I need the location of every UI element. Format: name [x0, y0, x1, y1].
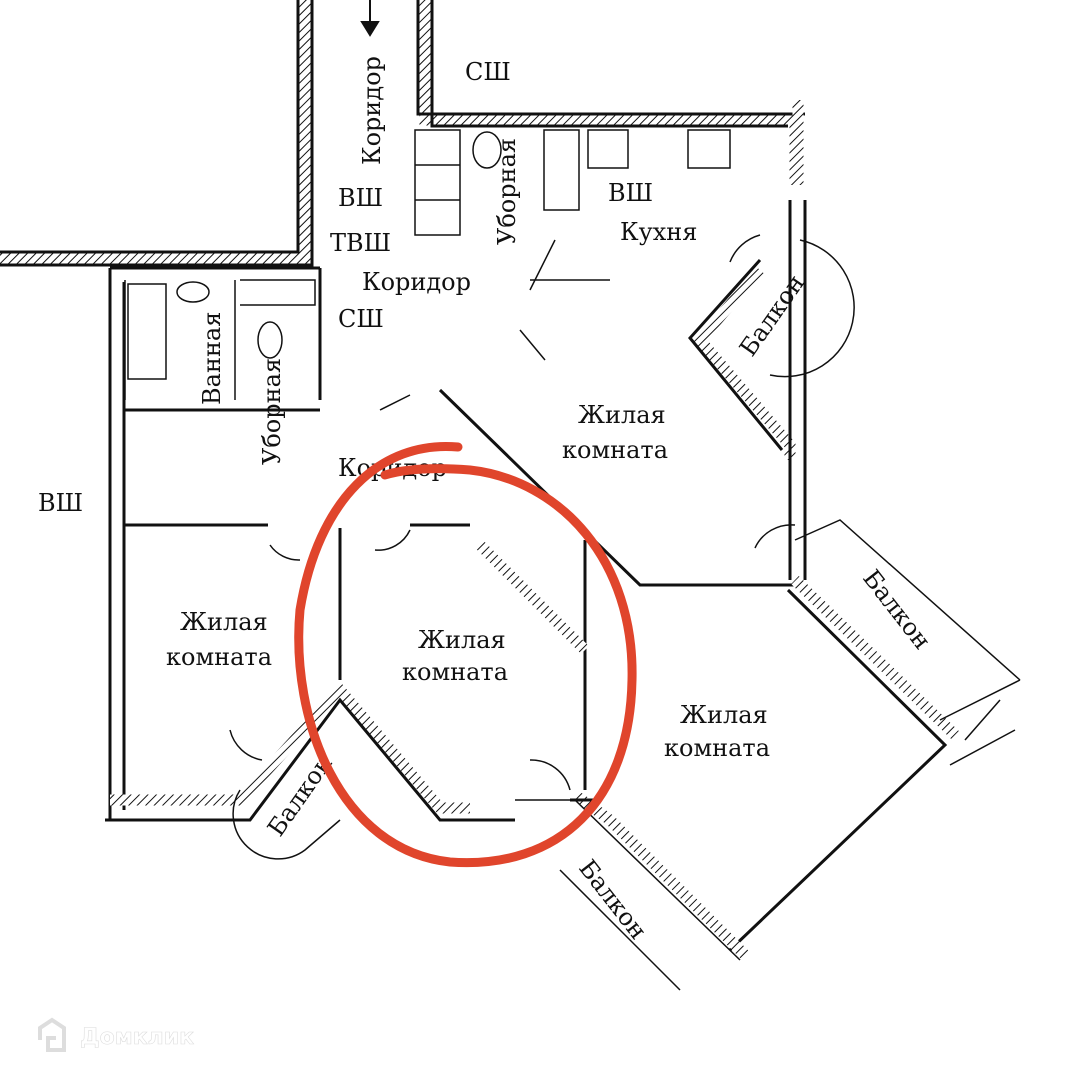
- room-label-toilet-1: Уборная: [493, 138, 521, 245]
- room-label-line2: комната: [562, 436, 668, 464]
- room-label-line1: Жилая: [578, 401, 666, 429]
- shaft-label-ssh-top: СШ: [465, 58, 511, 86]
- shaft-label-ssh-mid: СШ: [338, 305, 384, 333]
- shaft-label-vsh-left: ВШ: [38, 489, 83, 517]
- shaft-label-vsh: ВШ: [338, 184, 383, 212]
- room-label-line1: Жилая: [418, 626, 506, 654]
- highlight-circle: [294, 441, 637, 868]
- watermark-text: Домклик: [80, 1025, 194, 1050]
- balcony-label-bottom: Балкон: [573, 854, 652, 944]
- room-label-toilet-2: Уборная: [258, 358, 286, 465]
- room-living-2: Жилая комната: [166, 608, 272, 671]
- room-label-bathroom: Ванная: [198, 312, 226, 405]
- room-label-line2: комната: [664, 734, 770, 762]
- shaft-label-vsh-kitchen: ВШ: [608, 179, 653, 207]
- room-label-line2: комната: [166, 643, 272, 671]
- room-label-line2: комната: [402, 658, 508, 686]
- walls: [0, 0, 1021, 991]
- room-living-3: Жилая комната: [402, 626, 508, 686]
- room-living-4: Жилая комната: [664, 701, 770, 762]
- room-living-1: Жилая комната: [562, 401, 668, 464]
- room-label-corridor-mid: Коридор: [362, 268, 471, 296]
- shaft-label-tvsh: ТВШ: [330, 229, 391, 257]
- room-label-kitchen: Кухня: [620, 218, 697, 246]
- watermark-logo: Домклик: [38, 1017, 194, 1052]
- balcony-label-right: Балкон: [857, 564, 936, 654]
- room-label-line1: Жилая: [680, 701, 768, 729]
- room-label-corridor-top: Коридор: [358, 56, 386, 165]
- room-label-line1: Жилая: [180, 608, 268, 636]
